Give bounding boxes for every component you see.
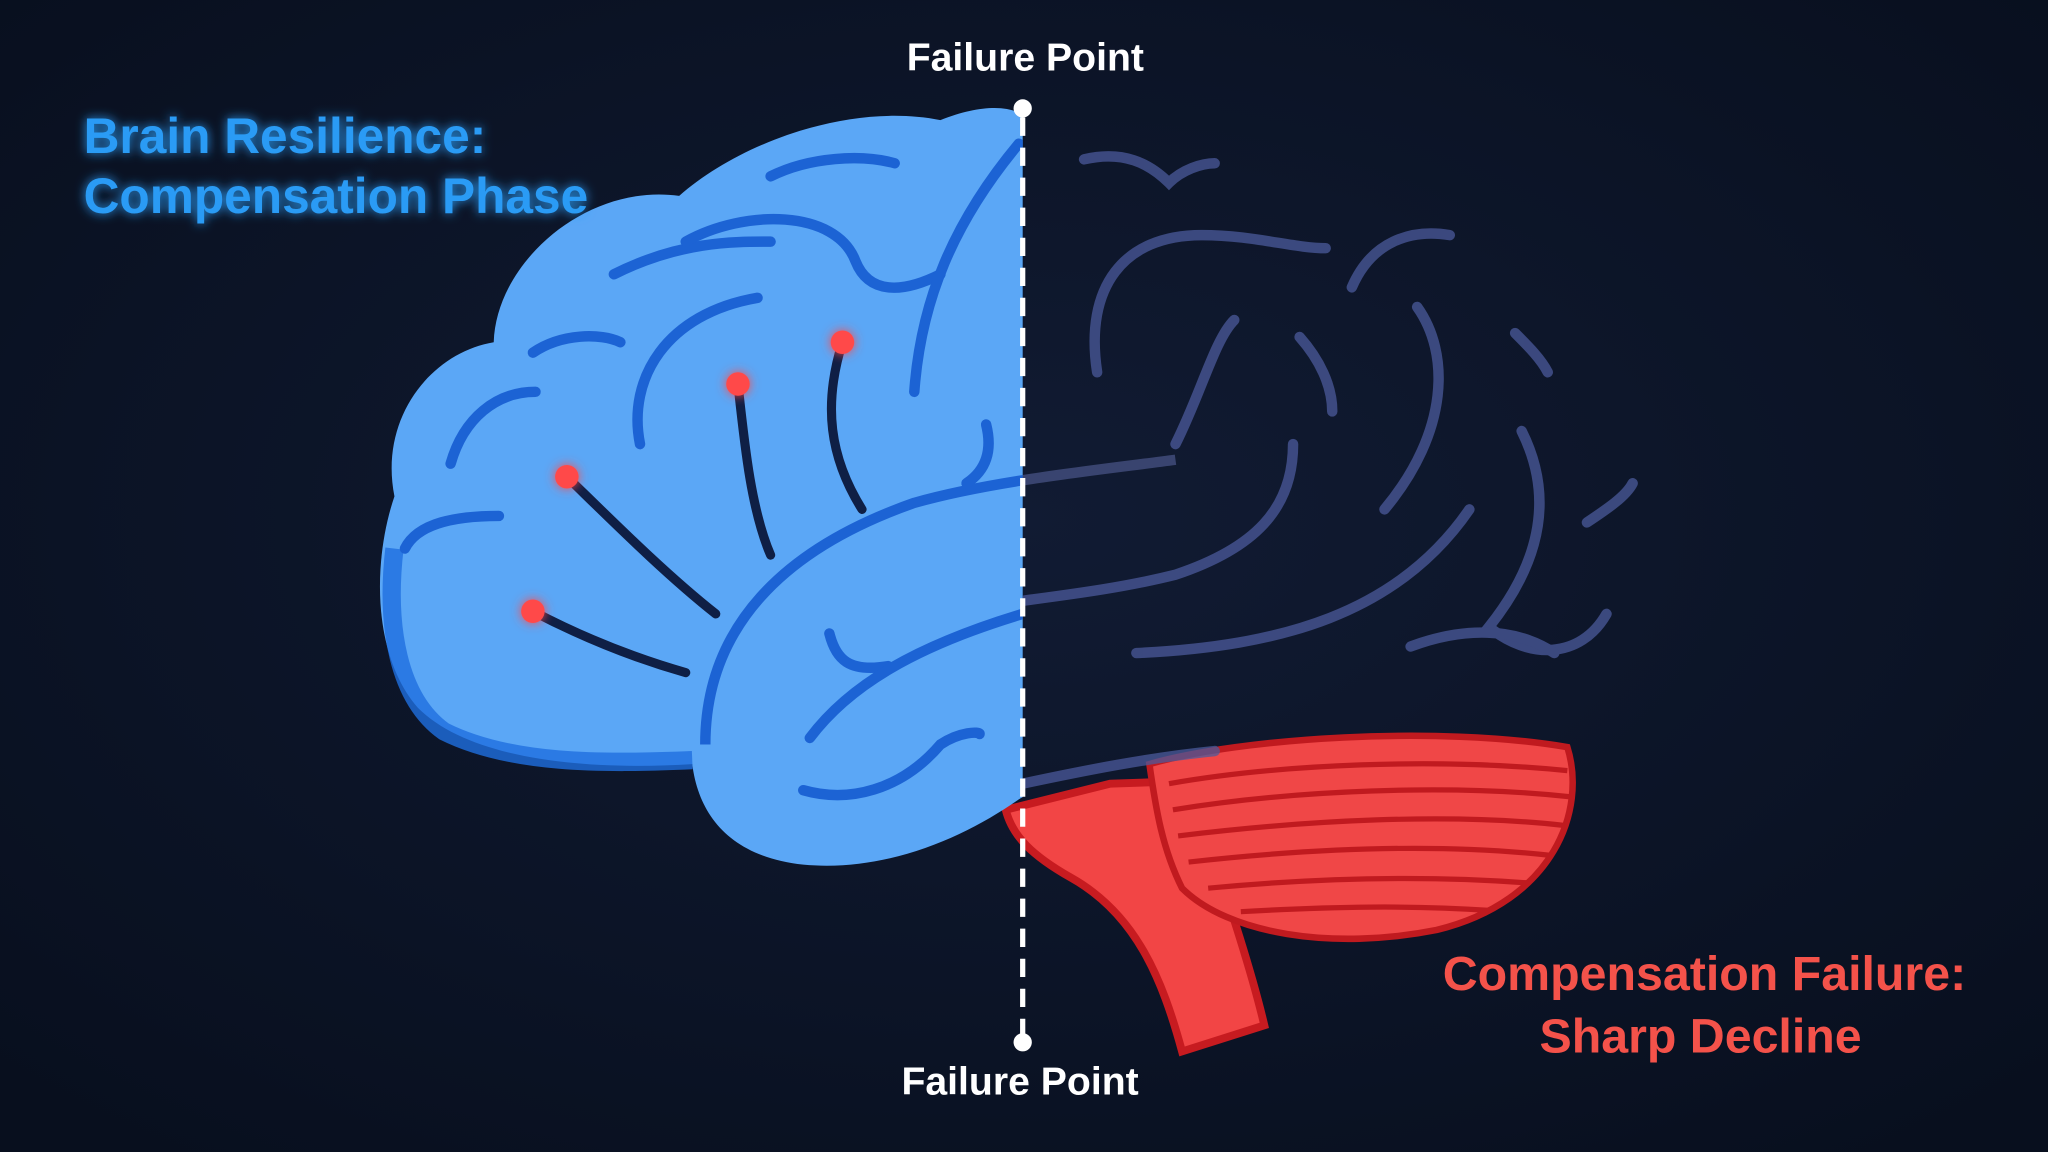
- failure-point-marker-bottom: [1013, 1033, 1032, 1052]
- failure-title: Compensation Failure: Sharp Decline: [1443, 947, 1966, 1064]
- resilience-title-line1: Brain Resilience:: [84, 108, 487, 164]
- neural-node: [521, 599, 545, 624]
- failure-point-label-top: Failure Point: [907, 37, 1144, 80]
- neural-node: [830, 330, 855, 354]
- neural-node: [555, 464, 579, 489]
- resilience-title-line2: Compensation Phase: [84, 168, 589, 224]
- failure-point-marker-top: [1013, 99, 1032, 118]
- resilience-title: Brain Resilience: Compensation Phase: [84, 108, 589, 224]
- neural-pathways: [521, 330, 867, 678]
- failure-point-label-bottom: Failure Point: [901, 1061, 1138, 1104]
- cerebellum: [1145, 732, 1576, 943]
- failure-title-line1: Compensation Failure:: [1443, 947, 1966, 1001]
- cerebrum: [380, 104, 1665, 866]
- failure-title-line2: Sharp Decline: [1539, 1010, 1861, 1064]
- neural-node: [726, 372, 750, 396]
